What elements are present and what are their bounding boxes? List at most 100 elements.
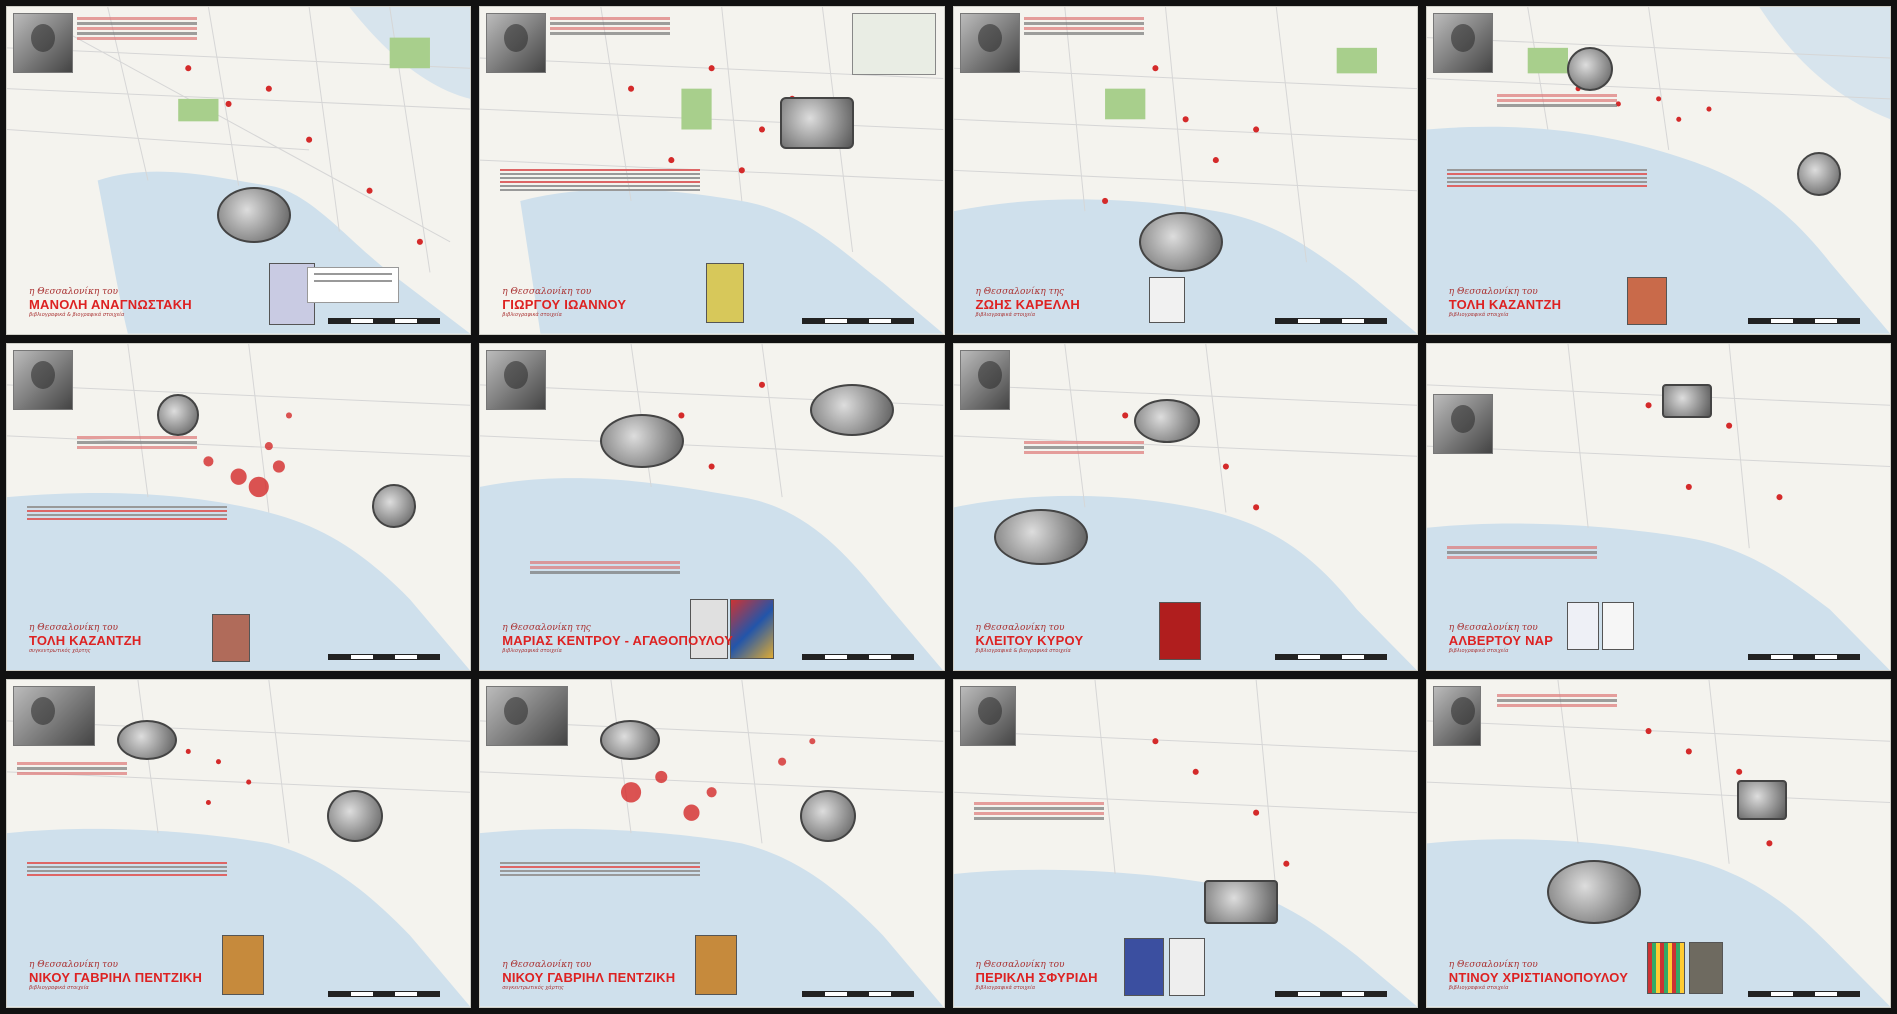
places-list xyxy=(1446,167,1647,189)
map-panel-kyrou[interactable]: η Θεσσαλονίκη του ΚΛΕΙΤΟΥ ΚΥΡΟΥ βιβλιογρ… xyxy=(952,342,1418,672)
book-cover xyxy=(1148,277,1185,323)
city-map xyxy=(953,7,1417,334)
city-map xyxy=(7,680,471,1007)
author-name: ΓΙΩΡΓΟΥ ΙΩΑΝΝΟΥ xyxy=(502,296,627,312)
places-list xyxy=(27,860,227,878)
biography-text xyxy=(17,760,127,777)
author-portrait xyxy=(486,349,547,410)
building-photo xyxy=(1133,398,1200,443)
author-portrait xyxy=(13,686,95,747)
biography-text xyxy=(973,800,1104,822)
map-panel-sfyridis[interactable]: η Θεσσαλονίκη του ΠΕΡΙΚΛΗ ΣΦΥΡΙΔΗ βιβλιο… xyxy=(952,679,1418,1008)
panel-title: η Θεσσαλονίκη του ΠΕΡΙΚΛΗ ΣΦΥΡΙΔΗ βιβλιο… xyxy=(976,960,1098,991)
map-panel-anagnostakis[interactable]: η Θεσσαλονίκη του ΜΑΝΟΛΗ ΑΝΑΓΝΩΣΤΑΚΗ βιβ… xyxy=(6,6,472,335)
title-caption: βιβλιογραφικά στοιχεία xyxy=(975,311,1036,318)
map-panel-kazantzis-summary[interactable]: η Θεσσαλονίκη του ΤΟΛΗ ΚΑΖΑΝΤΖΗ συγκεντρ… xyxy=(6,342,472,672)
title-caption: βιβλιογραφικά στοιχεία xyxy=(1448,984,1509,991)
coin-photo xyxy=(372,483,416,528)
scale-bar xyxy=(1748,990,1860,997)
panel-title: η Θεσσαλονίκη της ΜΑΡΙΑΣ ΚΕΝΤΡΟΥ - ΑΓΑΘΟ… xyxy=(502,623,733,654)
panel-title: η Θεσσαλονίκη του ΑΛΒΕΡΤΟΥ ΝΑΡ βιβλιογρα… xyxy=(1449,623,1553,654)
city-map xyxy=(480,7,944,334)
biography-text xyxy=(77,434,197,451)
port-photo xyxy=(993,508,1088,565)
biography-text xyxy=(530,559,681,576)
scale-bar xyxy=(801,317,914,324)
title-prefix: η Θεσσαλονίκη του xyxy=(502,959,592,970)
author-name: ΠΕΡΙΚΛΗ ΣΦΥΡΙΔΗ xyxy=(975,969,1098,985)
title-caption: βιβλιογραφικά & βιογραφικά στοιχεία xyxy=(29,311,125,318)
biography-text xyxy=(77,15,197,42)
title-prefix: η Θεσσαλονίκη του xyxy=(1448,286,1538,297)
author-name: ΜΑΝΟΛΗ ΑΝΑΓΝΩΣΤΑΚΗ xyxy=(29,296,192,312)
building-photo xyxy=(157,393,199,436)
title-prefix: η Θεσσαλονίκη του xyxy=(1448,623,1538,634)
map-panel-ioannou[interactable]: η Θεσσαλονίκη του ΓΙΩΡΓΟΥ ΙΩΑΝΝΟΥ βιβλιο… xyxy=(479,6,945,335)
city-map xyxy=(1426,680,1890,1007)
author-portrait xyxy=(959,349,1010,410)
title-prefix: η Θεσσαλονίκη του xyxy=(29,959,118,970)
author-portrait xyxy=(959,13,1020,73)
map-panel-nar[interactable]: η Θεσσαλονίκη του ΑΛΒΕΡΤΟΥ ΝΑΡ βιβλιογρα… xyxy=(1425,342,1891,672)
street-photo xyxy=(800,790,857,843)
title-caption: βιβλιογραφικά στοιχεία xyxy=(502,648,562,655)
author-name: ΤΟΛΗ ΚΑΖΑΝΤΖΗ xyxy=(1448,296,1562,312)
map-panel-kazantzis[interactable]: η Θεσσαλονίκη του ΤΟΛΗ ΚΑΖΑΝΤΖΗ βιβλιογρ… xyxy=(1425,6,1891,335)
book-cover xyxy=(706,263,745,323)
building-photo xyxy=(1138,212,1223,272)
map-panel-kentrou-agathopoulou[interactable]: η Θεσσαλονίκη της ΜΑΡΙΑΣ ΚΕΝΤΡΟΥ - ΑΓΑΘΟ… xyxy=(479,342,945,672)
book-cover xyxy=(1158,601,1201,660)
title-caption: βιβλιογραφικά στοιχεία xyxy=(1448,648,1509,655)
author-portrait xyxy=(1432,13,1493,73)
scale-bar xyxy=(801,654,914,661)
scale-bar xyxy=(328,654,441,661)
author-name: ΝΤΙΝΟΥ ΧΡΙΣΤΙΑΝΟΠΟΥΛΟΥ xyxy=(1448,969,1629,985)
panel-title: η Θεσσαλονίκη του ΝΤΙΝΟΥ ΧΡΙΣΤΙΑΝΟΠΟΥΛΟΥ… xyxy=(1449,960,1628,991)
title-caption: βιβλιογραφικά στοιχεία xyxy=(975,984,1036,991)
book-cover-alt xyxy=(1688,942,1723,995)
scale-bar xyxy=(1748,654,1860,661)
author-portrait xyxy=(1432,393,1493,454)
scale-bar xyxy=(1748,317,1860,324)
map-panel-pentzikis-summary[interactable]: η Θεσσαλονίκη του ΝΙΚΟΥ ΓΑΒΡΙΗΛ ΠΕΝΤΖΙΚΗ… xyxy=(479,679,945,1008)
map-panel-karelli[interactable]: η Θεσσαλονίκη της ΖΩΗΣ ΚΑΡΕΛΛΗ βιβλιογρα… xyxy=(952,6,1418,335)
panel-title: η Θεσσαλονίκη του ΓΙΩΡΓΟΥ ΙΩΑΝΝΟΥ βιβλιο… xyxy=(502,287,626,318)
author-name: ΤΟΛΗ ΚΑΖΑΝΤΖΗ xyxy=(29,633,142,649)
biography-text xyxy=(1496,692,1617,709)
book-cover xyxy=(1646,942,1685,995)
map-panel-christianopoulos[interactable]: η Θεσσαλονίκη του ΝΤΙΝΟΥ ΧΡΙΣΤΙΑΝΟΠΟΥΛΟΥ… xyxy=(1425,679,1891,1008)
author-name: ΖΩΗΣ ΚΑΡΕΛΛΗ xyxy=(975,296,1080,312)
building-photo xyxy=(810,383,895,436)
panel-title: η Θεσσαλονίκη του ΤΟΛΗ ΚΑΖΑΝΤΖΗ βιβλιογρ… xyxy=(1449,287,1562,318)
book-cover-alt xyxy=(1168,938,1205,997)
biography-text xyxy=(1023,15,1144,37)
map-panel-pentzikis[interactable]: η Θεσσαλονίκη του ΝΙΚΟΥ ΓΑΒΡΙΗΛ ΠΕΝΤΖΙΚΗ… xyxy=(6,679,472,1008)
biography-text xyxy=(550,15,671,37)
title-caption: βιβλιογραφικά στοιχεία xyxy=(502,311,562,318)
author-portrait xyxy=(959,686,1016,747)
title-caption: συγκεντρωτικός χάρτης xyxy=(29,648,91,655)
author-portrait xyxy=(13,13,73,73)
building-photo xyxy=(217,187,291,243)
city-map xyxy=(1426,343,1890,671)
title-caption: βιβλιογραφικά στοιχεία xyxy=(29,984,89,991)
book-cover xyxy=(222,935,264,996)
title-caption: συγκεντρωτικός χάρτης xyxy=(502,984,564,991)
title-prefix: η Θεσσαλονίκη της xyxy=(975,286,1065,297)
city-map xyxy=(7,343,471,671)
book-cover xyxy=(1566,601,1599,650)
places-list xyxy=(27,504,227,522)
author-name: ΚΛΕΙΤΟΥ ΚΥΡΟΥ xyxy=(975,633,1084,649)
title-prefix: η Θεσσαλονίκη του xyxy=(29,623,118,634)
book-cover xyxy=(695,935,738,996)
scale-bar xyxy=(1274,317,1387,324)
title-prefix: η Θεσσαλονίκη του xyxy=(502,286,592,297)
panel-title: η Θεσσαλονίκη της ΖΩΗΣ ΚΑΡΕΛΛΗ βιβλιογρα… xyxy=(976,287,1080,318)
building-photo xyxy=(1661,383,1712,418)
stadium-photo xyxy=(1546,860,1641,925)
title-caption: βιβλιογραφικά στοιχεία xyxy=(1448,311,1509,318)
author-portrait xyxy=(13,349,73,410)
title-prefix: η Θεσσαλονίκη του xyxy=(975,623,1065,634)
coin-photo xyxy=(1796,152,1841,196)
biography-text xyxy=(1023,439,1144,456)
